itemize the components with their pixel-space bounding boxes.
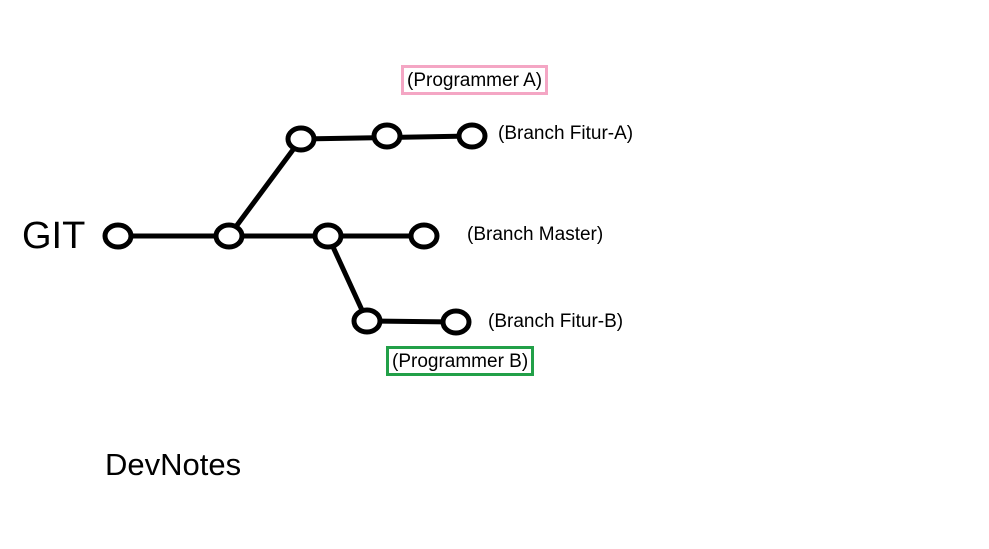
commit-node — [213, 222, 245, 250]
branch-fitur-a-label: (Branch Fitur-A) — [498, 123, 634, 144]
commit-node — [440, 308, 472, 336]
commit-node — [102, 222, 134, 250]
commit-node — [312, 222, 344, 250]
commit-node — [351, 307, 383, 335]
fitur-b-fork-line — [325, 233, 370, 324]
commit-node — [285, 125, 317, 153]
commit-node — [456, 122, 488, 150]
commit-node — [408, 222, 440, 250]
programmer-a-label: (Programmer A) — [401, 65, 549, 95]
fitur-a-fork-line — [226, 136, 304, 239]
branch-master-label: (Branch Master) — [467, 224, 604, 245]
diagram-title: GIT — [22, 215, 86, 257]
branch-fitur-b-label: (Branch Fitur-B) — [488, 311, 624, 332]
footer-watermark: DevNotes — [105, 447, 242, 482]
commit-node — [371, 122, 403, 150]
programmer-b-label: (Programmer B) — [386, 346, 535, 376]
